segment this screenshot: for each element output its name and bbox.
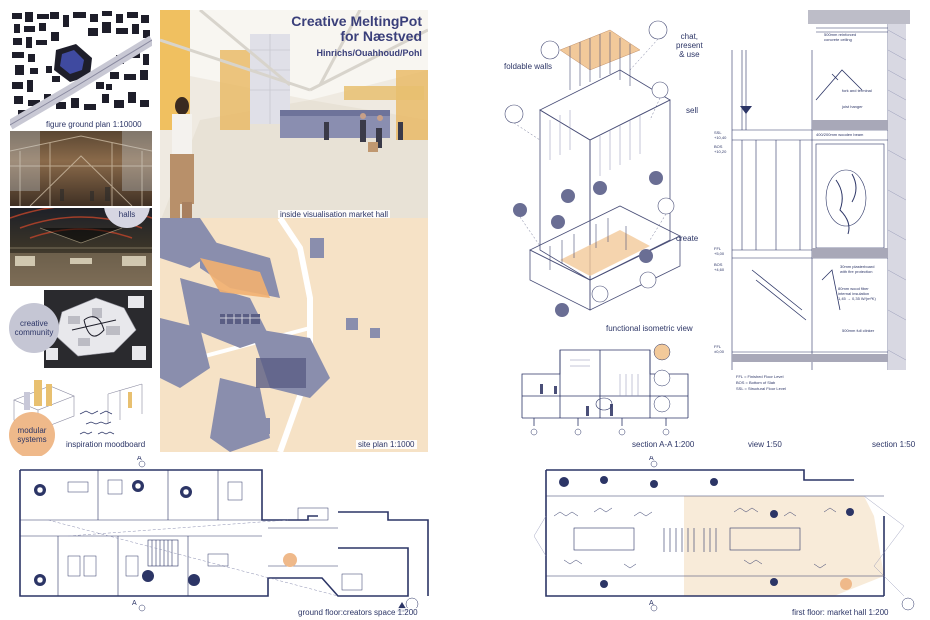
moodboard-caption: inspiration moodboard (64, 440, 148, 449)
market-hall-photo-2-drawing (10, 208, 152, 286)
view-caption: view 1:50 (746, 440, 784, 449)
poster-title-line2: for Næstved (340, 28, 422, 44)
section-mark-a-bottom-ff: A (649, 600, 654, 607)
legend-bos: BOS = Bottom of Slab (736, 380, 776, 385)
ground-floor-plan: A A ground floor:creators space 1:200 (8, 456, 432, 620)
section-150-caption: section 1:50 (870, 440, 918, 449)
wood-fiber-label: 80mm wood fiber internal insulation 1,45… (838, 286, 876, 301)
chat-label: chat, present & use (676, 32, 703, 59)
level-bos-2: BOS +4,60 (714, 262, 725, 272)
site-plan: site plan 1:1000 (160, 218, 428, 452)
sell-label: sell (686, 106, 699, 115)
section-aa-caption: section A-A 1:200 (630, 440, 697, 449)
section-mark-a-bottom: A (132, 600, 137, 607)
plasterboard-label: 30mm plasterboard with fire protection (840, 264, 875, 274)
poster-authors: Hinrichs/Ouahhoud/Pohl (316, 48, 423, 58)
fork-terminal-label: fork and terminal (842, 88, 872, 93)
poster-title-line1: Creative MeltingPot (291, 13, 422, 29)
level-ffl-2: FFL ±0,00 (714, 344, 724, 354)
site-plan-drawing (160, 218, 380, 452)
functional-iso-caption: functional isometric view (604, 324, 695, 333)
poster-title: Creative MeltingPot for Næstved Hinrichs… (291, 14, 422, 60)
concrete-ceiling-label: 500mm reinforced concrete ceiling (824, 32, 857, 42)
legend-ssl: SSL = Structural Floor Level (736, 386, 786, 391)
creative-community-photo (44, 290, 152, 368)
figure-ground-caption: figure ground plan 1:10000 (44, 120, 144, 129)
first-floor-plan: A A first floor: market hall 1:200 (534, 456, 924, 620)
level-bos: BOS +10,20 (714, 144, 727, 154)
creative-community-drawing (46, 296, 146, 360)
ground-floor-caption: ground floor:creators space 1:200 (296, 608, 420, 617)
inside-visualisation: Creative MeltingPot for Næstved Hinrichs… (160, 10, 428, 222)
section-aa: section A-A 1:200 (500, 340, 712, 452)
site-plan-caption: site plan 1:1000 (356, 440, 417, 449)
first-floor-drawing (534, 460, 915, 612)
big-market-halls-bubble: big market halls (104, 208, 150, 228)
creative-community-bubble: creative community (9, 303, 59, 353)
foldable-walls-label: foldable walls (504, 62, 553, 71)
inside-visualisation-drawing (160, 10, 428, 222)
woman-figure (170, 97, 194, 222)
clinker-label: 500mm full clinker (842, 328, 875, 333)
wooden-beam-label: 400/200mm wooden beam (816, 132, 864, 137)
figure-ground-drawing (10, 11, 152, 130)
section-mark-a-top: A (137, 456, 142, 462)
detail-view-section: 500mm reinforced concrete ceiling fork a… (712, 10, 924, 452)
first-floor-caption: first floor: market hall 1:200 (790, 608, 891, 617)
level-ffl: FFL +5,00 (714, 246, 725, 256)
detail-legend: FFL = Finished Floor Level BOS = Bottom … (736, 374, 786, 392)
figure-ground-plan: figure ground plan 1:10000 (10, 10, 152, 130)
market-hall-photo-2: big market halls (10, 208, 152, 286)
create-label: create (676, 234, 699, 243)
market-hall-photo-1-drawing (10, 131, 152, 206)
modular-systems-bubble: modular systems (9, 412, 55, 458)
inside-vis-caption: inside visualisation market hall (278, 210, 391, 219)
section-aa-drawing (521, 343, 689, 436)
detail-drawing (731, 10, 910, 370)
level-ssl: SSL +10,40 (714, 130, 727, 140)
legend-ffl: FFL = Finished Floor Level (736, 374, 784, 379)
functional-isometric: foldable walls chat, present & use sell … (500, 10, 710, 338)
section-mark-a-top-ff: A (649, 456, 654, 462)
ground-floor-drawing (19, 460, 429, 612)
isometric-drawing (504, 20, 681, 317)
market-hall-photo-1 (10, 131, 152, 206)
joist-hanger-label: joist hanger (842, 104, 863, 109)
